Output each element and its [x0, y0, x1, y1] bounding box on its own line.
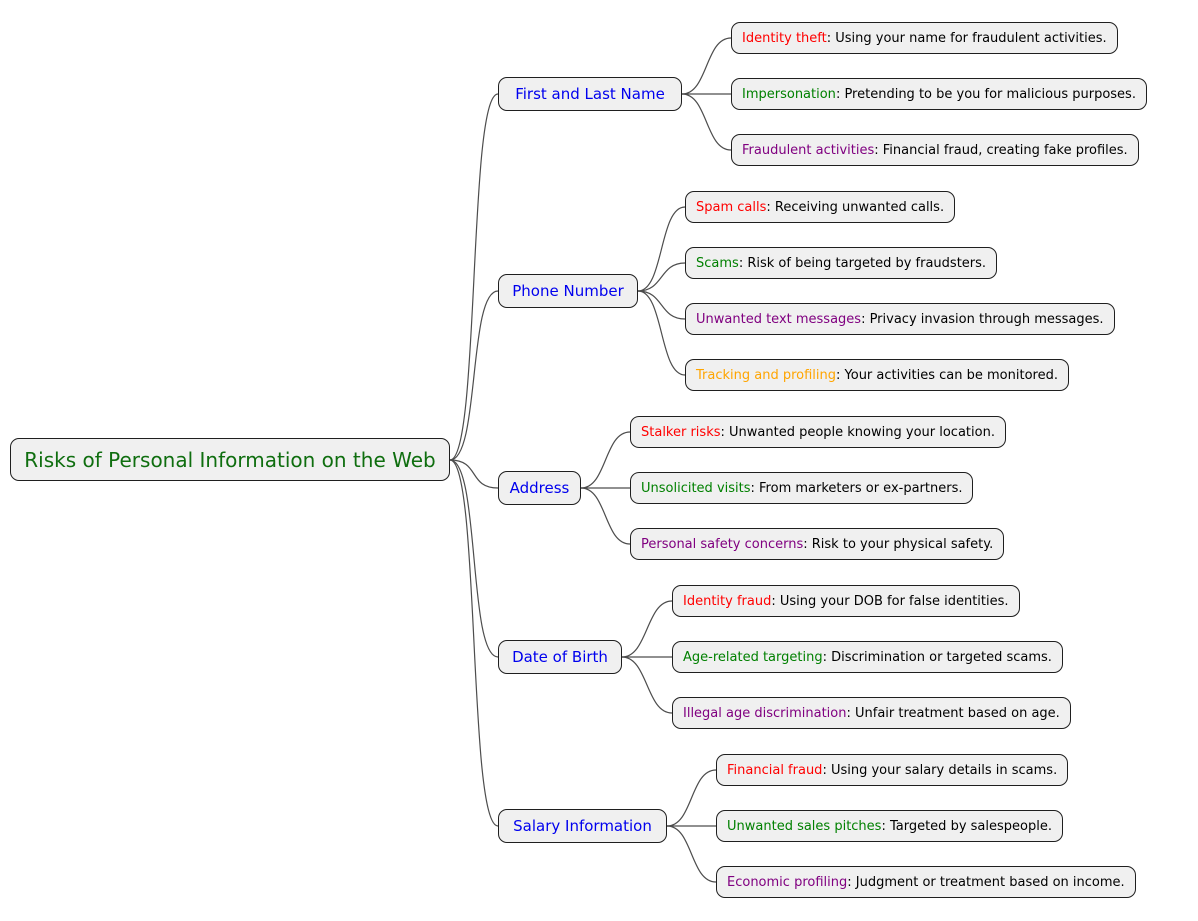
branch-label: Address [509, 479, 570, 497]
branch-label: Date of Birth [512, 648, 608, 666]
leaf-age-related-targeting: Age-related targeting: Discrimination or… [672, 641, 1063, 673]
leaf-description: : Using your name for fraudulent activit… [826, 30, 1107, 46]
leaf-keyword: Illegal age discrimination [683, 705, 847, 721]
leaf-personal-safety-concerns: Personal safety concerns: Risk to your p… [630, 528, 1005, 560]
branch-label: Salary Information [513, 817, 652, 835]
leaf-description: : Targeted by salespeople. [881, 818, 1052, 834]
leaf-scams: Scams: Risk of being targeted by fraudst… [685, 247, 998, 279]
leaf-unsolicited-visits: Unsolicited visits: From marketers or ex… [630, 472, 974, 504]
leaf-description: : Receiving unwanted calls. [766, 199, 945, 215]
root-label: Risks of Personal Information on the Web [24, 447, 436, 472]
leaf-keyword: Scams [696, 255, 739, 271]
branch-label: First and Last Name [515, 85, 665, 103]
edge-branch-leaf [621, 656, 673, 714]
leaf-impersonation: Impersonation: Pretending to be you for … [731, 78, 1147, 110]
edge-branch-leaf [637, 206, 686, 292]
leaf-tracking-and-profiling: Tracking and profiling: Your activities … [685, 359, 1069, 391]
leaf-stalker-risks: Stalker risks: Unwanted people knowing y… [630, 416, 1006, 448]
leaf-illegal-age-discrimination: Illegal age discrimination: Unfair treat… [672, 697, 1071, 729]
leaf-unwanted-sales-pitches: Unwanted sales pitches: Targeted by sale… [716, 810, 1063, 842]
edge-branch-leaf [637, 262, 686, 292]
edge-branch-leaf [637, 290, 686, 376]
branch-salary-information: Salary Information [498, 809, 667, 843]
leaf-description: : Using your salary details in scams. [822, 762, 1058, 778]
leaf-description: : Financial fraud, creating fake profile… [874, 142, 1128, 158]
leaf-description: : Risk to your physical safety. [803, 536, 994, 552]
leaf-identity-fraud: Identity fraud: Using your DOB for false… [672, 585, 1020, 617]
leaf-keyword: Financial fraud [727, 762, 823, 778]
edge-branch-leaf [580, 487, 631, 545]
leaf-description: : Using your DOB for false identities. [771, 593, 1009, 609]
leaf-economic-profiling: Economic profiling: Judgment or treatmen… [716, 866, 1136, 898]
leaf-description: : Privacy invasion through messages. [861, 311, 1104, 327]
leaf-description: : Your activities can be monitored. [836, 367, 1058, 383]
leaf-description: : Pretending to be you for malicious pur… [835, 86, 1136, 102]
edge-branch-leaf [681, 37, 732, 95]
leaf-keyword: Impersonation [742, 86, 836, 102]
leaf-keyword: Unwanted text messages [696, 311, 862, 327]
branch-date-of-birth: Date of Birth [498, 640, 622, 674]
leaf-keyword: Economic profiling [727, 874, 848, 890]
edge-branch-leaf [666, 769, 717, 827]
branch-first-and-last-name: First and Last Name [498, 77, 682, 111]
leaf-keyword: Age-related targeting [683, 649, 823, 665]
leaf-keyword: Stalker risks [641, 424, 721, 440]
edge-branch-leaf [681, 93, 732, 151]
branch-label: Phone Number [512, 282, 624, 300]
edge-root-branch [449, 93, 499, 461]
leaf-spam-calls: Spam calls: Receiving unwanted calls. [685, 191, 956, 223]
leaf-keyword: Identity theft [742, 30, 827, 46]
leaf-fraudulent-activities: Fraudulent activities: Financial fraud, … [731, 134, 1139, 166]
leaf-description: : Unwanted people knowing your location. [720, 424, 995, 440]
leaf-description: : Discrimination or targeted scams. [822, 649, 1052, 665]
leaf-keyword: Identity fraud [683, 593, 772, 609]
leaf-keyword: Personal safety concerns [641, 536, 804, 552]
leaf-keyword: Unwanted sales pitches [727, 818, 882, 834]
edge-branch-leaf [621, 600, 673, 658]
edge-root-branch [449, 459, 499, 658]
edge-root-branch [449, 459, 499, 489]
branch-phone-number: Phone Number [498, 274, 638, 308]
leaf-description: : From marketers or ex-partners. [750, 480, 963, 496]
leaf-financial-fraud: Financial fraud: Using your salary detai… [716, 754, 1069, 786]
leaf-description: : Unfair treatment based on age. [846, 705, 1060, 721]
leaf-keyword: Spam calls [696, 199, 767, 215]
edge-branch-leaf [580, 431, 631, 489]
leaf-keyword: Unsolicited visits [641, 480, 751, 496]
edge-branch-leaf [637, 290, 686, 320]
edge-root-branch [449, 459, 499, 827]
edge-branch-leaf [666, 825, 717, 883]
leaf-keyword: Tracking and profiling [696, 367, 837, 383]
leaf-identity-theft: Identity theft: Using your name for frau… [731, 22, 1118, 54]
leaf-description: : Judgment or treatment based on income. [847, 874, 1125, 890]
leaf-unwanted-text-messages: Unwanted text messages: Privacy invasion… [685, 303, 1115, 335]
branch-address: Address [498, 471, 581, 505]
leaf-description: : Risk of being targeted by fraudsters. [738, 255, 987, 271]
root-node: Risks of Personal Information on the Web [10, 438, 450, 481]
leaf-keyword: Fraudulent activities [742, 142, 875, 158]
edge-root-branch [449, 290, 499, 461]
